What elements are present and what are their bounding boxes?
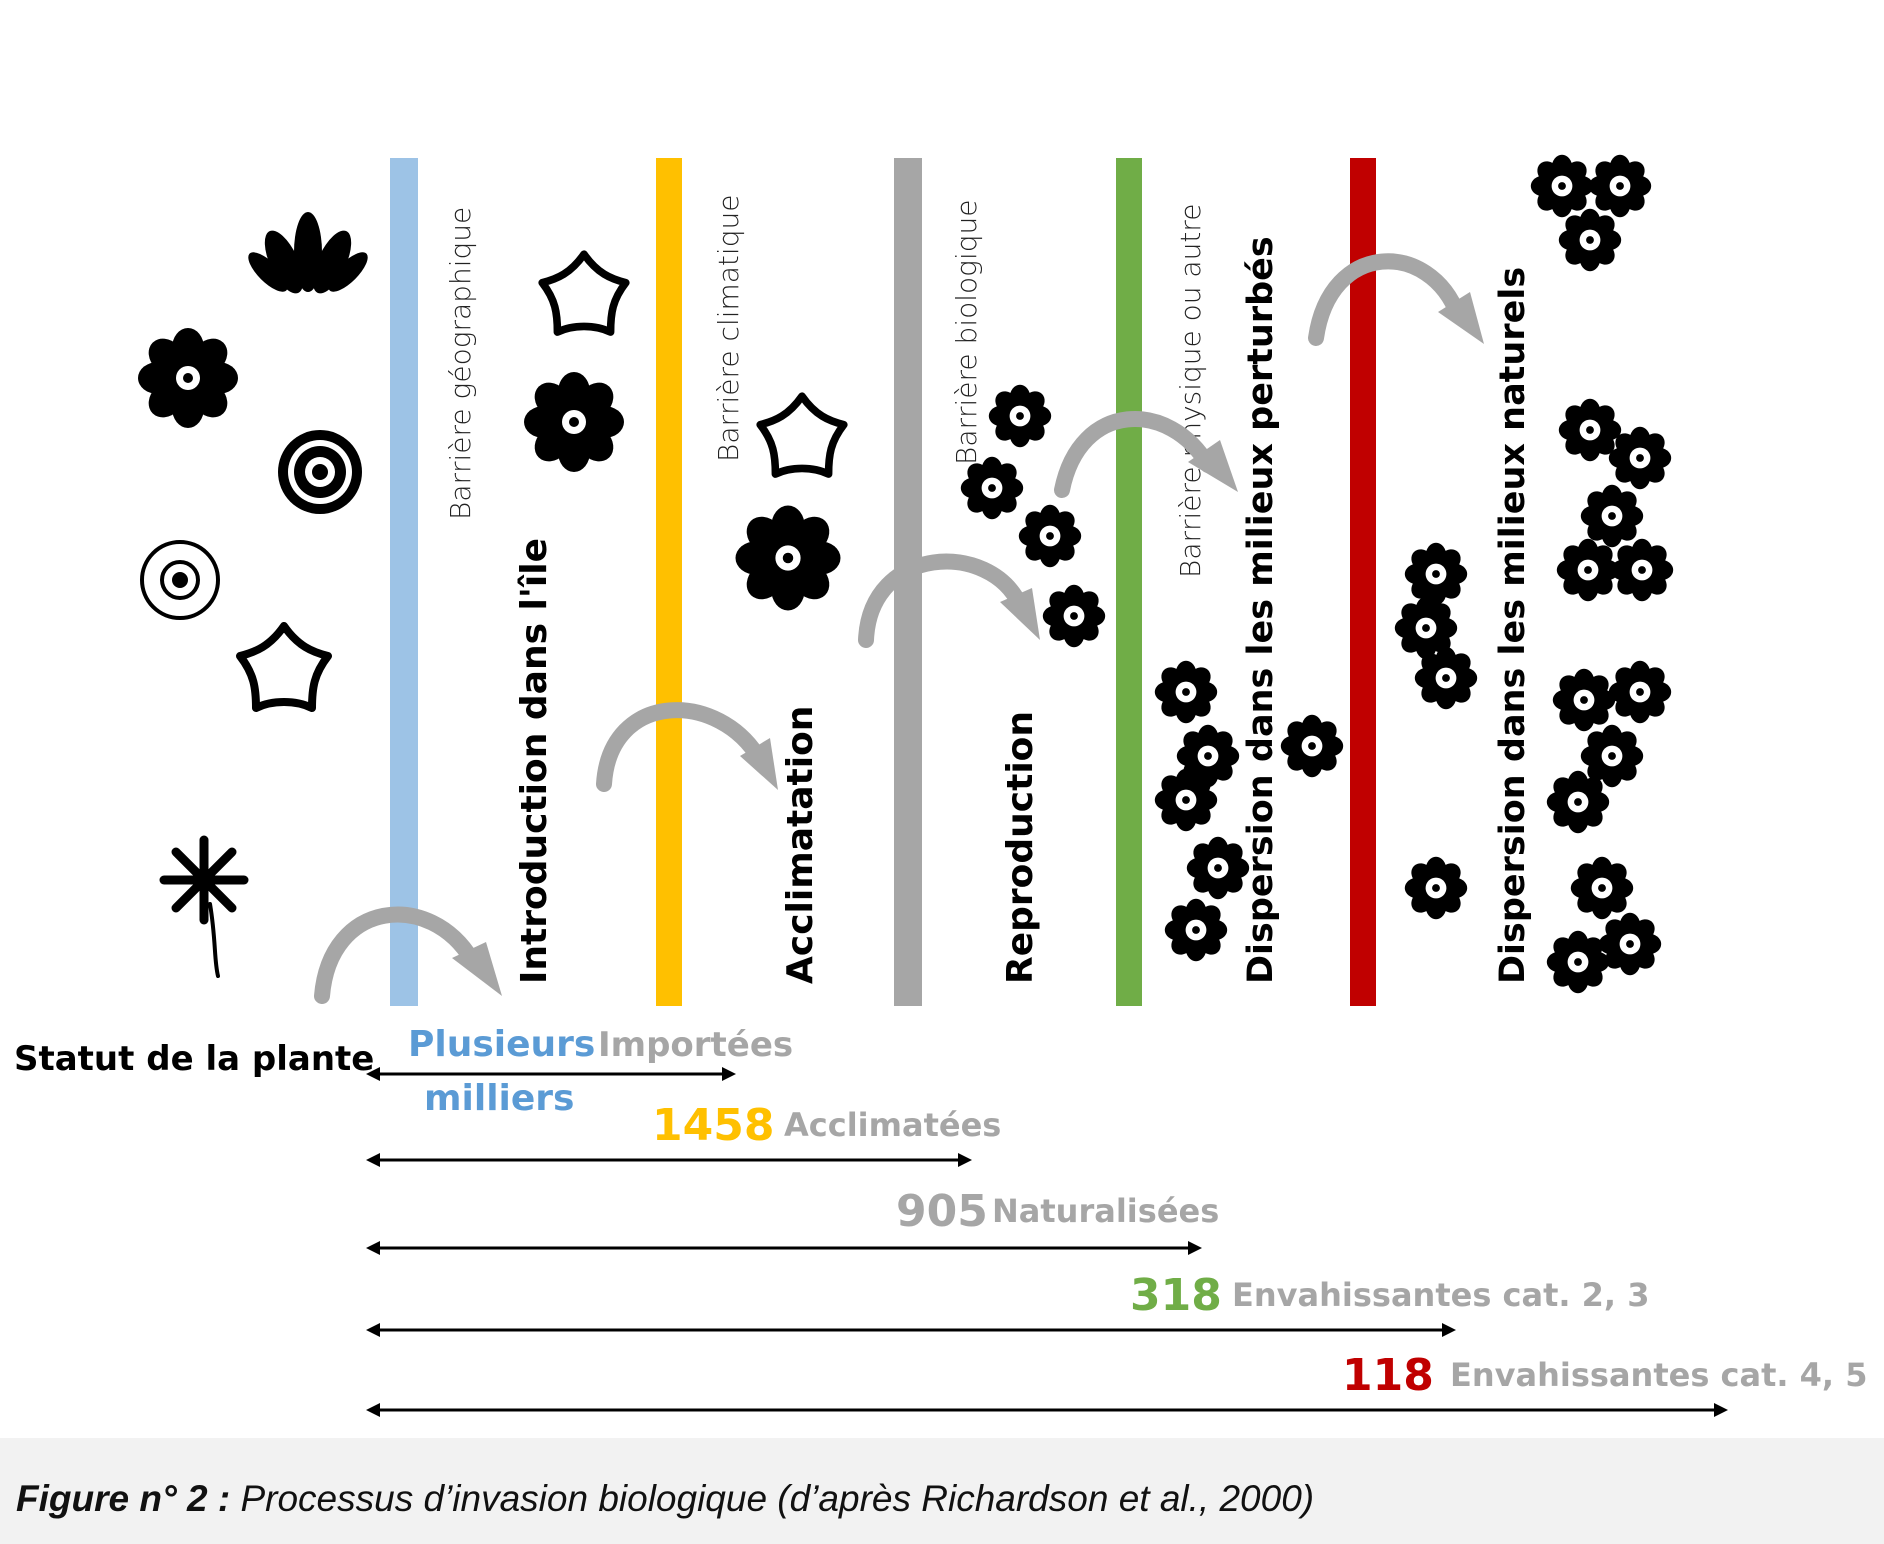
small-blossom-icon (1598, 912, 1662, 976)
small-blossom-icon (1042, 584, 1106, 648)
status-count-acclimated: 1458 (652, 1100, 774, 1151)
small-blossom-icon (1186, 836, 1250, 900)
status-label-invasive-4-5: Envahissantes cat. 4, 5 (1450, 1356, 1867, 1394)
curved-arrow-icon (314, 253, 1466, 1004)
flower-layer (524, 154, 1674, 994)
figure-caption-label: Figure n° 2 : (16, 1478, 231, 1519)
small-blossom-icon (1530, 154, 1594, 218)
barrier-bar-invasive (1350, 158, 1376, 1006)
barrier-label-biological: Barrière biologique (950, 200, 983, 465)
small-blossom-icon (988, 384, 1052, 448)
stage-label-dispersion-disturbed: Dispersion dans les milieux perturbés (1241, 236, 1281, 984)
small-blossom-icon (1608, 426, 1672, 490)
caption-band (0, 1438, 1884, 1544)
status-label-imported: Importées (598, 1025, 793, 1065)
small-blossom-icon (1556, 538, 1620, 602)
status-label-invasive-2-3: Envahissantes cat. 2, 3 (1232, 1276, 1649, 1314)
star-flower-icon (756, 392, 848, 478)
small-blossom-icon (1580, 724, 1644, 788)
small-blossom-icon (1394, 596, 1458, 660)
asterisk-flower-icon (159, 835, 249, 978)
barrier-bar-physical (1116, 158, 1142, 1006)
small-blossom-icon (1580, 484, 1644, 548)
small-blossom-icon (1154, 768, 1218, 832)
small-blossom-icon (1610, 538, 1674, 602)
small-blossom-icon (1404, 542, 1468, 606)
stage-label-acclimatation: Acclimatation (780, 706, 821, 984)
daisy-flower-icon (735, 505, 841, 611)
status-count-imported-line2: milliers (424, 1078, 574, 1119)
small-blossom-icon (1588, 154, 1652, 218)
small-blossom-icon (1570, 856, 1634, 920)
status-count-naturalized: 905 (896, 1186, 988, 1237)
invasion-process-diagram: Barrière géographique Barrière climatiqu… (14, 154, 1867, 1417)
lotus-flower-icon (248, 212, 368, 294)
sunburst-flower-icon (140, 540, 220, 620)
status-count-imported: Plusieurs (408, 1024, 595, 1065)
small-blossom-icon (1154, 660, 1218, 724)
barrier-label-physical: Barrière physique ou autre (1174, 204, 1207, 578)
stage-label-reproduction: Reproduction (1000, 711, 1041, 984)
radial-flower-icon (278, 430, 362, 514)
status-label: Statut de la plante (14, 1039, 374, 1079)
status-label-naturalized: Naturalisées (992, 1192, 1219, 1230)
small-blossom-icon (1018, 504, 1082, 568)
barrier-bar-geographic (390, 158, 418, 1006)
small-blossom-icon (1552, 668, 1616, 732)
star-flower-icon (236, 622, 332, 712)
stage-label-dispersion-natural: Dispersion dans les milieux naturels (1493, 267, 1533, 984)
barrier-label-geographic: Barrière géographique (444, 207, 477, 520)
small-blossom-icon (1176, 724, 1240, 788)
status-label-acclimated: Acclimatées (784, 1106, 1001, 1144)
figure-caption: Figure n° 2 : Processus d’invasion biolo… (16, 1478, 1314, 1520)
small-blossom-icon (1414, 646, 1478, 710)
small-blossom-icon (1280, 714, 1344, 778)
status-lines (366, 1067, 1728, 1417)
small-blossom-icon (960, 456, 1024, 520)
status-count-invasive-2-3: 318 (1130, 1270, 1222, 1321)
daisy-flower-icon (138, 328, 238, 428)
small-blossom-icon (1164, 898, 1228, 962)
curved-arrow-head-icon (452, 292, 1484, 996)
small-blossom-icon (1546, 770, 1610, 834)
status-count-invasive-4-5: 118 (1342, 1350, 1434, 1401)
barrier-label-climatic: Barrière climatique (712, 195, 745, 462)
small-blossom-icon (1546, 930, 1610, 994)
daisy-flower-icon (524, 372, 624, 472)
star-flower-icon (538, 250, 630, 336)
small-blossom-icon (1558, 208, 1622, 272)
small-blossom-icon (1608, 660, 1672, 724)
small-blossom-icon (1404, 856, 1468, 920)
small-blossom-icon (1558, 398, 1622, 462)
figure-caption-text: Processus d’invasion biologique (d’après… (230, 1478, 1315, 1519)
stage-label-introduction: Introduction dans l'île (514, 538, 555, 984)
barrier-bar-climatic (656, 158, 682, 1006)
